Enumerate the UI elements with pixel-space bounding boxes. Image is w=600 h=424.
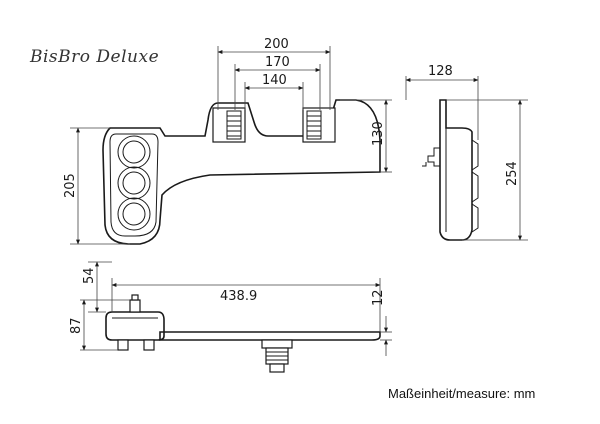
product-name: BisBro Deluxe (29, 47, 159, 67)
dim-bottom-offset: 54 (82, 267, 97, 284)
dim-width-inner: 140 (262, 73, 287, 88)
dim-width-outer: 200 (264, 37, 289, 52)
dim-height-right: 130 (371, 121, 386, 146)
dim-top-depth: 128 (428, 64, 453, 79)
control-buttons (117, 135, 151, 231)
unit-note: Maßeinheit/measure: mm (388, 386, 535, 401)
mounting-bracket-right (302, 107, 336, 143)
front-view: 438.9 54 87 12 (69, 261, 392, 373)
dim-plate-thickness: 12 (371, 289, 386, 306)
mounting-bracket-left (212, 107, 246, 143)
dim-height-left: 205 (63, 173, 78, 198)
dim-body-height: 87 (69, 317, 84, 334)
dim-side-height: 254 (505, 161, 520, 186)
dim-width-mid: 170 (265, 55, 290, 70)
top-view: 200 170 140 130 205 (63, 37, 392, 245)
side-view: 128 254 (405, 64, 528, 241)
dim-total-length: 438.9 (220, 289, 257, 304)
